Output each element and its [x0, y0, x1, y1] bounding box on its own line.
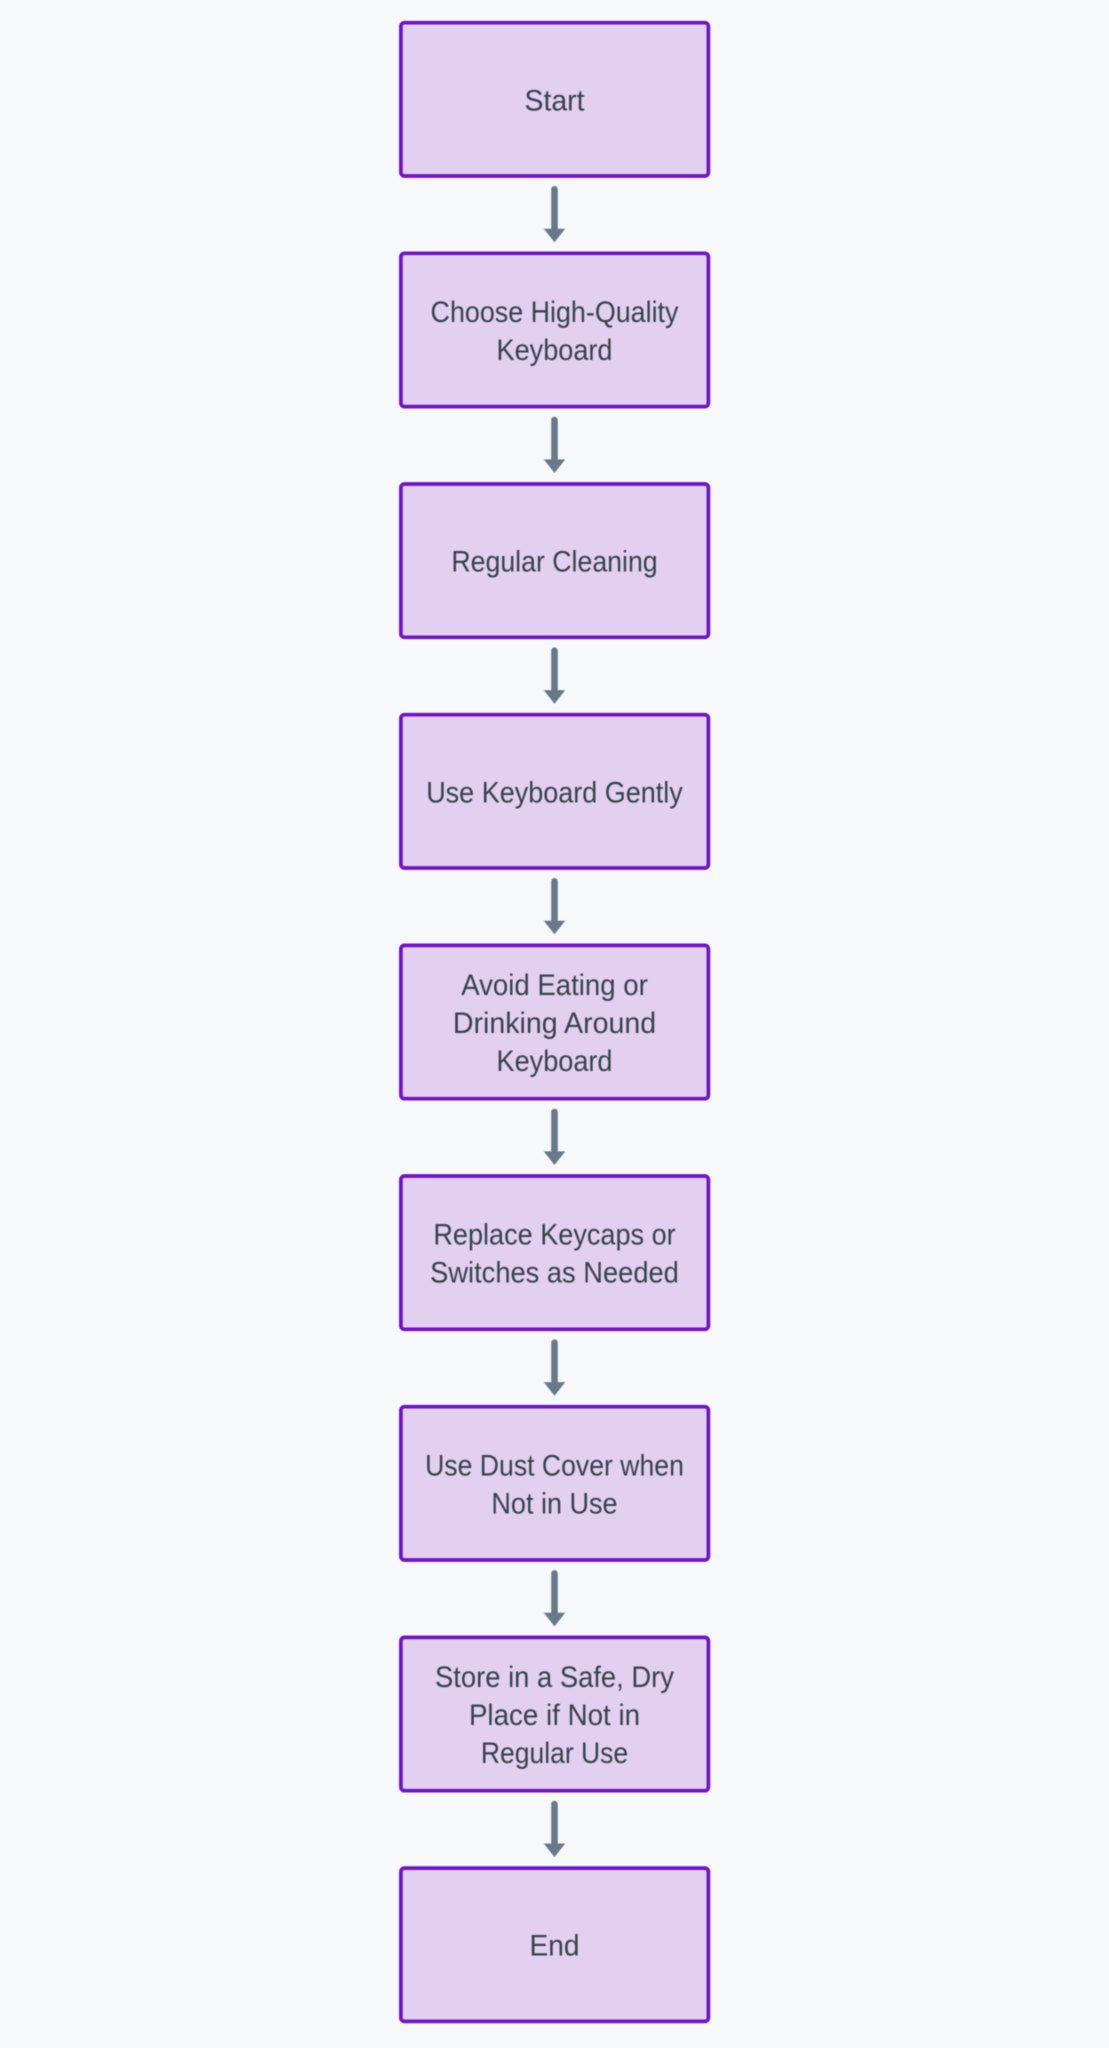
svg-text:Keyboard: Keyboard: [497, 1045, 613, 1078]
svg-text:End: End: [530, 1930, 580, 1963]
svg-text:Regular Cleaning: Regular Cleaning: [451, 546, 657, 579]
svg-text:Keyboard: Keyboard: [497, 334, 613, 367]
svg-text:Replace Keycaps or: Replace Keycaps or: [433, 1219, 675, 1252]
svg-text:Drinking Around: Drinking Around: [453, 1007, 656, 1040]
svg-text:Place if Not in: Place if Not in: [469, 1699, 640, 1732]
svg-text:Store in a Safe, Dry: Store in a Safe, Dry: [435, 1661, 674, 1694]
svg-text:Not in Use: Not in Use: [491, 1487, 617, 1520]
svg-text:Start: Start: [525, 84, 586, 117]
svg-text:Choose High-Quality: Choose High-Quality: [431, 296, 679, 329]
svg-text:Switches as Needed: Switches as Needed: [430, 1257, 679, 1290]
svg-text:Regular Use: Regular Use: [481, 1737, 628, 1770]
svg-text:Use Dust Cover when: Use Dust Cover when: [425, 1449, 684, 1482]
svg-text:Avoid Eating or: Avoid Eating or: [461, 969, 648, 1002]
svg-text:Use Keyboard Gently: Use Keyboard Gently: [426, 776, 683, 809]
